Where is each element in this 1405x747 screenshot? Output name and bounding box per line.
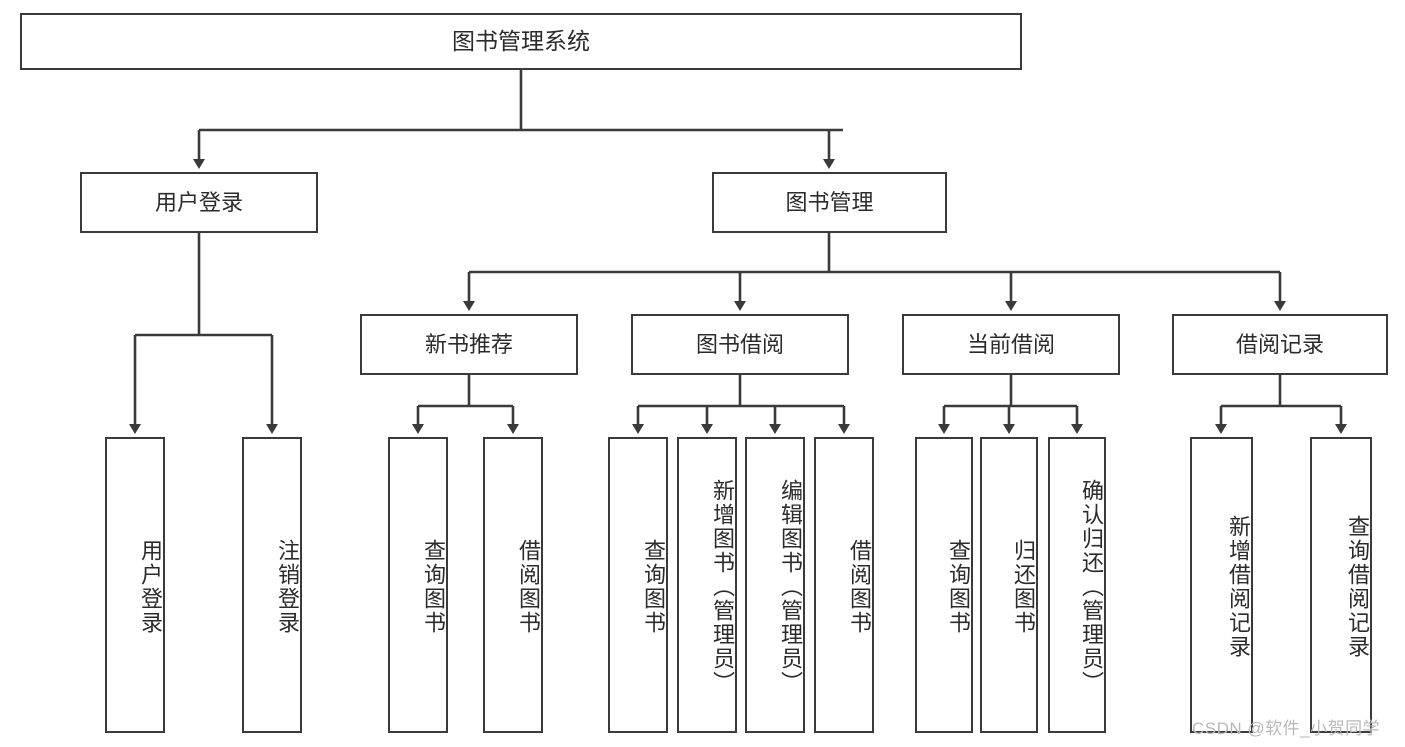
leaf-label: 注销登录 (275, 539, 300, 635)
node-root[interactable]: 图书管理系统 (20, 13, 1022, 70)
leaf-label: 确认归还（管理员） (1079, 479, 1104, 695)
leaf-query-borrow-record[interactable]: 查询借阅记录 (1310, 437, 1372, 733)
node-borrow-records[interactable]: 借阅记录 (1172, 314, 1388, 375)
leaf-user-login[interactable]: 用户登录 (105, 437, 165, 733)
leaf-label: 查询图书 (946, 539, 971, 635)
leaf-borrow-book-recommend[interactable]: 借阅图书 (483, 437, 543, 733)
leaf-return-book[interactable]: 归还图书 (980, 437, 1038, 733)
leaf-edit-book-admin[interactable]: 编辑图书（管理员） (745, 437, 805, 733)
node-current-borrow[interactable]: 当前借阅 (902, 314, 1120, 375)
leaf-label: 编辑图书（管理员） (778, 479, 803, 695)
leaf-label: 新增借阅记录 (1226, 515, 1251, 659)
leaf-confirm-return-admin[interactable]: 确认归还（管理员） (1048, 437, 1106, 733)
leaf-query-book-current[interactable]: 查询图书 (915, 437, 973, 733)
leaf-label: 查询借阅记录 (1345, 515, 1370, 659)
leaf-add-borrow-record[interactable]: 新增借阅记录 (1190, 437, 1253, 733)
node-new-book-recommend[interactable]: 新书推荐 (360, 314, 578, 375)
node-book-management[interactable]: 图书管理 (712, 172, 947, 233)
leaf-label: 查询图书 (421, 539, 446, 635)
node-book-borrow[interactable]: 图书借阅 (631, 314, 849, 375)
leaf-label: 归还图书 (1011, 539, 1036, 635)
leaf-label: 查询图书 (641, 539, 666, 635)
leaf-borrow-book[interactable]: 借阅图书 (814, 437, 874, 733)
leaf-query-book-recommend[interactable]: 查询图书 (388, 437, 448, 733)
leaf-label: 新增图书（管理员） (710, 479, 735, 695)
watermark: CSDN @软件_小贺同学 (1192, 719, 1381, 738)
leaf-label: 借阅图书 (847, 539, 872, 635)
leaf-add-book-admin[interactable]: 新增图书（管理员） (677, 437, 737, 733)
leaf-logout[interactable]: 注销登录 (242, 437, 302, 733)
leaf-label: 用户登录 (138, 539, 163, 635)
leaf-query-book-borrow[interactable]: 查询图书 (608, 437, 668, 733)
leaf-label: 借阅图书 (516, 539, 541, 635)
node-user-login[interactable]: 用户登录 (80, 172, 318, 233)
